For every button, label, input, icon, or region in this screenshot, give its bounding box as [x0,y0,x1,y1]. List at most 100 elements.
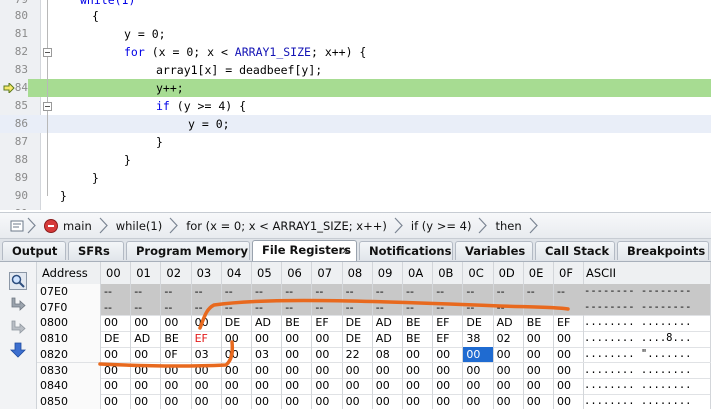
register-value-cell[interactable]: 00 [373,362,403,379]
register-value-cell[interactable]: 00 [343,378,373,394]
register-value-cell[interactable]: -- [101,284,132,300]
register-value-cell[interactable]: 00 [554,346,585,363]
register-value-cell[interactable]: 00 [222,393,252,409]
register-value-cell[interactable]: 00 [192,362,222,379]
code-line-88[interactable]: 88 } [0,151,711,169]
register-value-cell[interactable]: 00 [554,331,585,347]
register-value-cell[interactable]: 00 [131,393,162,409]
register-value-cell[interactable]: -- [161,284,192,300]
register-value-cell[interactable]: BE [403,315,434,332]
close-icon[interactable]: × [340,244,350,257]
register-value-cell[interactable]: 00 [403,393,434,409]
register-value-cell[interactable]: 00 [192,378,222,394]
register-value-cell[interactable]: AD [373,315,403,332]
register-value-cell[interactable]: -- [282,284,313,300]
register-value-cell[interactable]: 00 [433,393,464,409]
register-value-cell[interactable]: 02 [494,331,524,347]
register-value-cell[interactable]: 00 [282,362,313,379]
register-value-cell[interactable]: 00 [524,393,554,409]
register-value-cell[interactable]: -- [554,284,585,300]
register-value-cell[interactable]: 00 [494,393,524,409]
register-value-cell[interactable]: AD [131,331,162,347]
register-value-cell[interactable]: 00 [252,362,283,379]
register-value-cell[interactable]: 00 [161,393,192,409]
register-value-cell[interactable]: -- [101,299,132,316]
fold-collapse-icon[interactable] [43,102,52,111]
register-value-cell[interactable]: 00 [101,378,132,394]
register-value-cell[interactable]: AD [373,331,403,347]
register-value-cell[interactable]: -- [493,284,524,300]
register-value-cell[interactable]: 00 [282,331,313,347]
register-value-cell[interactable]: BE [161,331,192,347]
register-value-cell[interactable]: -- [523,299,554,316]
register-value-cell[interactable]: EF [554,315,585,332]
register-value-cell[interactable]: 00 [101,362,132,379]
register-value-cell[interactable]: BE [524,315,554,332]
register-value-cell[interactable]: 22 [343,346,373,363]
register-value-cell[interactable]: DE [343,315,373,332]
register-value-cell[interactable]: -- [342,284,373,300]
register-value-cell[interactable]: 00 [463,362,494,379]
register-value-cell[interactable]: 00 [192,393,222,409]
register-value-cell[interactable]: -- [221,284,252,300]
register-value-cell[interactable]: 00 [433,346,464,363]
register-value-cell[interactable]: EF [192,331,222,347]
register-value-cell[interactable]: -- [131,284,162,300]
register-value-cell[interactable]: -- [463,284,494,300]
register-value-cell[interactable]: 00 [463,346,494,363]
step-arrow-disabled-icon[interactable] [9,318,27,336]
register-value-cell[interactable]: 00 [131,346,162,363]
register-value-cell[interactable]: 00 [554,378,585,394]
register-value-cell[interactable]: 00 [282,378,313,394]
code-line-89[interactable]: 89 } [0,169,711,187]
code-line-82[interactable]: 82 for (x = 0; x < ARRAY1_SIZE; x++) { [0,43,711,61]
register-value-cell[interactable]: EF [433,331,464,347]
fold-collapse-icon[interactable] [43,48,52,57]
register-value-cell[interactable]: 00 [312,378,343,394]
tab-notifications[interactable]: Notifications [359,241,453,260]
tab-output[interactable]: Output [2,241,66,260]
register-value-cell[interactable]: 00 [463,378,494,394]
tab-file-registers[interactable]: File Registers × [252,240,357,261]
register-value-cell[interactable]: -- [403,284,434,300]
register-value-cell[interactable]: 00 [222,331,252,347]
register-value-cell[interactable]: 00 [161,315,192,332]
register-value-cell[interactable]: 00 [524,378,554,394]
register-value-cell[interactable]: DE [463,315,494,332]
register-value-cell[interactable]: 38 [463,331,494,347]
register-value-cell[interactable]: -- [131,299,162,316]
register-value-cell[interactable]: -- [342,299,373,316]
register-value-cell[interactable]: 00 [101,315,132,332]
code-line-81[interactable]: 81 y = 0; [0,25,711,43]
step-arrow-icon[interactable] [9,295,27,313]
register-value-cell[interactable]: -- [372,299,403,316]
register-value-cell[interactable]: 00 [252,378,283,394]
register-value-cell[interactable]: DE [343,331,373,347]
register-value-cell[interactable]: -- [523,284,554,300]
register-value-cell[interactable]: 08 [373,346,403,363]
register-value-cell[interactable]: -- [372,284,403,300]
register-value-cell[interactable]: 00 [554,393,585,409]
register-value-cell[interactable]: 00 [252,393,283,409]
register-value-cell[interactable]: 00 [222,378,252,394]
register-value-cell[interactable]: 00 [222,362,252,379]
code-line-90[interactable]: 90 } [0,187,711,205]
code-line-80[interactable]: 80 { [0,7,711,25]
register-value-cell[interactable]: -- [252,299,283,316]
register-value-cell[interactable]: -- [312,299,343,316]
tab-breakpoints[interactable]: Breakpoints [617,241,709,260]
magnifier-icon[interactable] [9,272,27,290]
register-value-cell[interactable]: 0F [161,346,192,363]
register-value-cell[interactable]: -- [433,284,464,300]
register-value-cell[interactable]: 00 [222,346,252,363]
register-value-cell[interactable]: 00 [433,362,464,379]
code-line-85[interactable]: 85 if (y >= 4) { [0,97,711,115]
register-value-cell[interactable]: 00 [131,378,162,394]
register-value-cell[interactable]: 03 [252,346,283,363]
register-value-cell[interactable]: EF [433,315,464,332]
register-value-cell[interactable]: -- [282,299,313,316]
register-value-cell[interactable]: 03 [192,346,222,363]
register-value-cell[interactable]: -- [433,299,464,316]
register-value-cell[interactable]: 00 [494,378,524,394]
